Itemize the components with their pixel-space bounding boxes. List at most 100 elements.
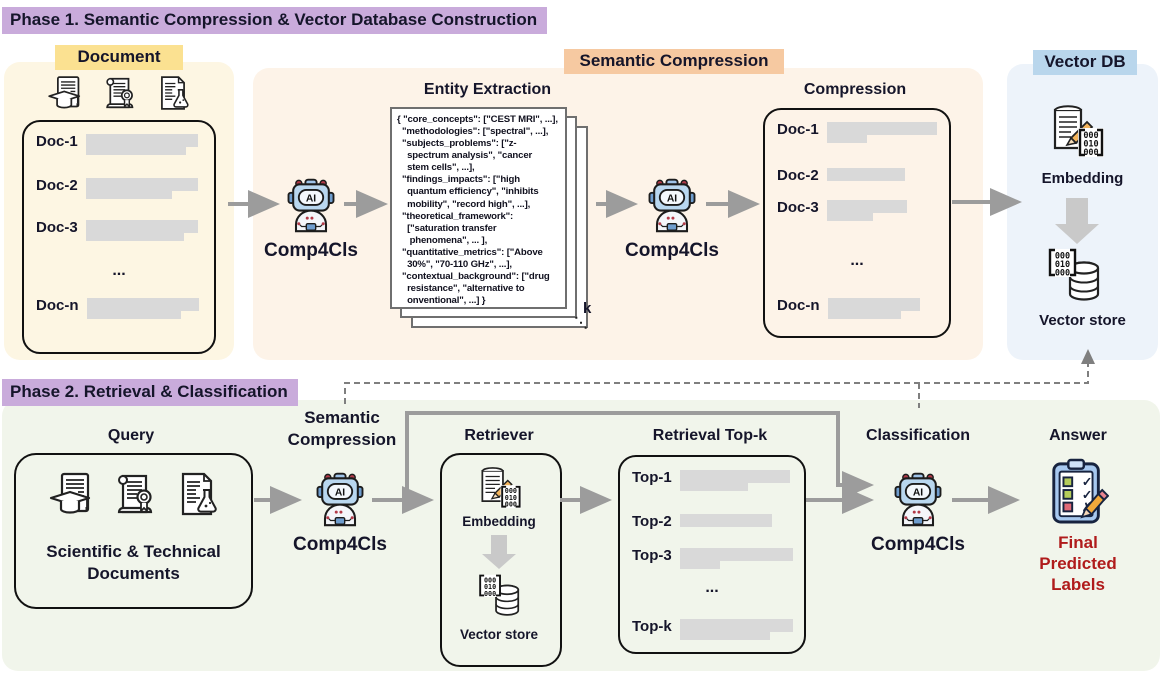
entity-extraction-title: Entity Extraction bbox=[423, 81, 552, 98]
text-placeholder-bar bbox=[85, 233, 184, 241]
text-placeholder-bar bbox=[85, 134, 198, 147]
scroll-seal-document-icon bbox=[100, 74, 138, 112]
embedding-icon: 000 010 000 bbox=[1047, 98, 1105, 160]
topk-row-label: Top-1 bbox=[632, 469, 672, 486]
text-placeholder-bars bbox=[826, 200, 907, 221]
classification-title: Classification bbox=[865, 427, 971, 444]
ellipsis: ... bbox=[705, 579, 719, 596]
svg-text:AI: AI bbox=[913, 488, 923, 499]
retriever-title: Retriever bbox=[464, 427, 534, 444]
doc-row-label: Doc-3 bbox=[36, 219, 78, 236]
text-placeholder-bar bbox=[85, 147, 186, 155]
text-placeholder-bar bbox=[86, 298, 199, 311]
topk-row: Top-1 bbox=[632, 470, 790, 491]
embedding-label: Embedding bbox=[1041, 170, 1124, 187]
comp4cls-robot-icon: AI bbox=[642, 174, 702, 234]
comp4cls-label: Comp4Cls bbox=[293, 534, 387, 555]
text-placeholder-bar bbox=[679, 483, 748, 491]
query-title: Query bbox=[107, 427, 155, 444]
ellipsis: ... bbox=[850, 252, 864, 269]
text-placeholder-bar bbox=[826, 200, 907, 213]
text-placeholder-bars bbox=[826, 168, 905, 181]
doc-row: Doc-2 bbox=[36, 178, 198, 199]
svg-text:AI: AI bbox=[667, 194, 677, 205]
vector-db-chip: Vector DB bbox=[1033, 50, 1137, 75]
compression-row: Doc-1 bbox=[777, 122, 937, 143]
svg-text:000: 000 bbox=[1055, 252, 1070, 262]
embedding-label: Embedding bbox=[462, 514, 536, 529]
svg-text:AI: AI bbox=[335, 488, 345, 499]
text-placeholder-bars bbox=[679, 514, 772, 527]
text-placeholder-bars bbox=[85, 178, 198, 199]
query-caption: Scientific & Technical Documents bbox=[46, 542, 221, 583]
topk-row: Top-2 bbox=[632, 514, 772, 529]
doc-row: Doc-n bbox=[36, 298, 199, 319]
vector-store-icon: 000 010 000 bbox=[1046, 246, 1104, 308]
compression-row-label: Doc-n bbox=[777, 297, 820, 314]
svg-text:✓: ✓ bbox=[1082, 488, 1093, 502]
compression-row-label: Doc-1 bbox=[777, 121, 819, 138]
comp4cls-robot-icon: AI bbox=[310, 468, 370, 528]
doc-row-label: Doc-n bbox=[36, 297, 79, 314]
svg-text:✓: ✓ bbox=[1082, 475, 1093, 489]
text-placeholder-bar bbox=[826, 135, 867, 143]
retrieval-topk-title: Retrieval Top-k bbox=[652, 427, 768, 444]
svg-text:000: 000 bbox=[1055, 269, 1070, 279]
svg-text:000: 000 bbox=[505, 501, 517, 509]
text-placeholder-bar bbox=[826, 122, 937, 135]
text-placeholder-bar bbox=[827, 298, 920, 311]
svg-text:010: 010 bbox=[1083, 140, 1098, 150]
text-placeholder-bars bbox=[679, 548, 793, 569]
answer-checklist-icon: ✓ ✓ ✗ bbox=[1047, 456, 1109, 526]
document-chip: Document bbox=[55, 45, 183, 70]
svg-text:000: 000 bbox=[1083, 148, 1098, 158]
compression-row: Doc-3 bbox=[777, 200, 907, 221]
text-placeholder-bars bbox=[679, 619, 793, 640]
entity-json-page: { "core_concepts": ["CEST MRI", ...], "m… bbox=[390, 107, 567, 309]
compression-list-box: Doc-1 Doc-2 Doc-3 ... Doc-n bbox=[763, 108, 951, 338]
stack-dots: ⋱ bbox=[574, 314, 588, 330]
comp4cls-label: Comp4Cls bbox=[625, 240, 719, 261]
comp4cls-label: Comp4Cls bbox=[871, 534, 965, 555]
doc-row: Doc-3 bbox=[36, 220, 198, 241]
text-placeholder-bar bbox=[826, 168, 905, 181]
svg-text:010: 010 bbox=[484, 583, 496, 591]
text-placeholder-bars bbox=[85, 134, 198, 155]
text-placeholder-bar bbox=[827, 311, 901, 319]
text-placeholder-bar bbox=[85, 178, 198, 191]
semantic-compression-step-label: Semantic Compression bbox=[287, 408, 397, 449]
comp4cls-robot-icon: AI bbox=[281, 174, 341, 234]
svg-text:010: 010 bbox=[1055, 260, 1070, 270]
text-placeholder-bar bbox=[679, 561, 720, 569]
document-list-box: Doc-1 Doc-2 Doc-3 ... Doc-n bbox=[22, 120, 216, 354]
final-predicted-labels: Final Predicted Labels bbox=[1039, 533, 1117, 594]
topk-row: Top-3 bbox=[632, 548, 793, 569]
text-placeholder-bar bbox=[679, 619, 793, 632]
compression-title: Compression bbox=[803, 81, 907, 98]
compression-row: Doc-2 bbox=[777, 168, 905, 183]
answer-title: Answer bbox=[1049, 427, 1107, 444]
gradcap-document-icon bbox=[47, 470, 95, 518]
gradcap-document-icon bbox=[46, 74, 84, 112]
compression-row-label: Doc-2 bbox=[777, 167, 819, 184]
topk-row-label: Top-2 bbox=[632, 513, 672, 530]
comp4cls-label: Comp4Cls bbox=[264, 240, 358, 261]
doc-row: Doc-1 bbox=[36, 134, 198, 155]
text-placeholder-bar bbox=[86, 311, 181, 319]
topk-row-label: Top-k bbox=[632, 618, 672, 635]
stack-count-label: k bbox=[583, 300, 592, 317]
text-placeholder-bar bbox=[679, 470, 790, 483]
phase2-title: Phase 2. Retrieval & Classification bbox=[2, 379, 298, 406]
svg-text:000: 000 bbox=[484, 590, 496, 598]
compression-row: Doc-n bbox=[777, 298, 920, 319]
text-placeholder-bars bbox=[679, 470, 790, 491]
document-icons-row bbox=[4, 74, 234, 112]
text-placeholder-bars bbox=[85, 220, 198, 241]
semantic-compression-chip: Semantic Compression bbox=[564, 49, 784, 74]
text-placeholder-bar bbox=[679, 632, 770, 640]
svg-text:AI: AI bbox=[306, 194, 316, 205]
phase1-title: Phase 1. Semantic Compression & Vector D… bbox=[2, 7, 548, 34]
doc-row-label: Doc-1 bbox=[36, 133, 78, 150]
embedding-icon: 000 010 000 bbox=[476, 461, 522, 511]
